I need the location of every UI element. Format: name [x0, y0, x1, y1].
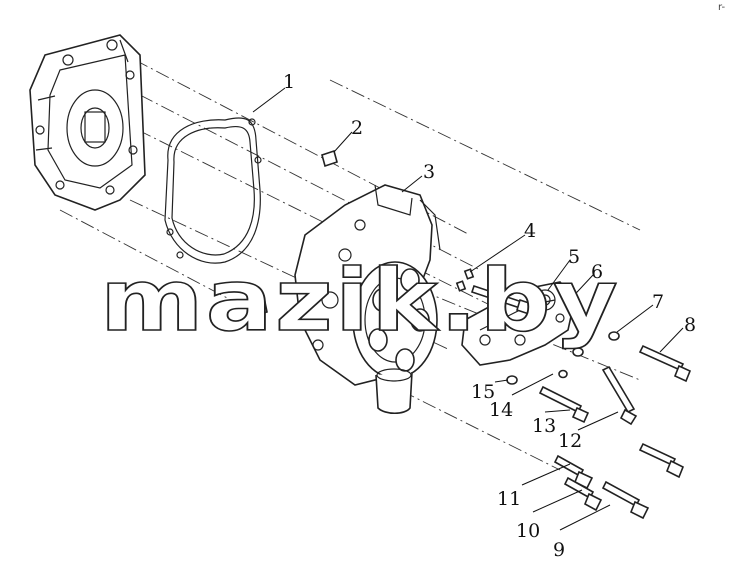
callout-2: 2 — [351, 117, 363, 139]
callout-3: 3 — [423, 161, 435, 183]
leader-lines — [252, 87, 684, 531]
bolt-part-10 — [563, 476, 603, 512]
callout-labels: 1 2 3 4 5 6 7 8 9 10 11 12 13 14 15 — [283, 71, 696, 561]
washers-and-nuts — [506, 331, 620, 385]
washer-part-7 — [608, 331, 620, 341]
watermark-text: mazik.by — [100, 251, 620, 351]
callout-13: 13 — [532, 415, 556, 437]
bolt-part-9 — [601, 480, 650, 520]
callout-14: 14 — [489, 399, 513, 421]
callout-4: 4 — [524, 220, 536, 242]
callout-8: 8 — [684, 314, 696, 336]
callout-9: 9 — [553, 539, 565, 561]
bolt-part-13 — [538, 385, 590, 424]
callout-7: 7 — [652, 291, 664, 313]
plug-part-2 — [321, 149, 338, 168]
bolts-group — [538, 344, 692, 520]
callout-1: 1 — [283, 71, 295, 93]
callout-15: 15 — [471, 381, 495, 403]
long-bolt — [470, 284, 533, 316]
gasket-part-1 — [164, 117, 262, 264]
washer-part-14 — [558, 369, 568, 379]
callout-5: 5 — [568, 246, 580, 268]
bolt-part-12 — [601, 365, 638, 426]
bolt-part-loose — [638, 442, 685, 479]
engine-front-cover — [29, 34, 146, 211]
washer-part-6 — [572, 347, 584, 357]
nut-part-15 — [506, 375, 518, 385]
callout-10: 10 — [516, 520, 540, 542]
corner-mark: r- — [718, 2, 725, 13]
callout-11: 11 — [497, 488, 521, 510]
callout-6: 6 — [591, 261, 603, 283]
water-pump-body-part-3 — [254, 184, 441, 415]
bolt-part-8 — [638, 344, 692, 383]
callout-12: 12 — [558, 430, 582, 452]
